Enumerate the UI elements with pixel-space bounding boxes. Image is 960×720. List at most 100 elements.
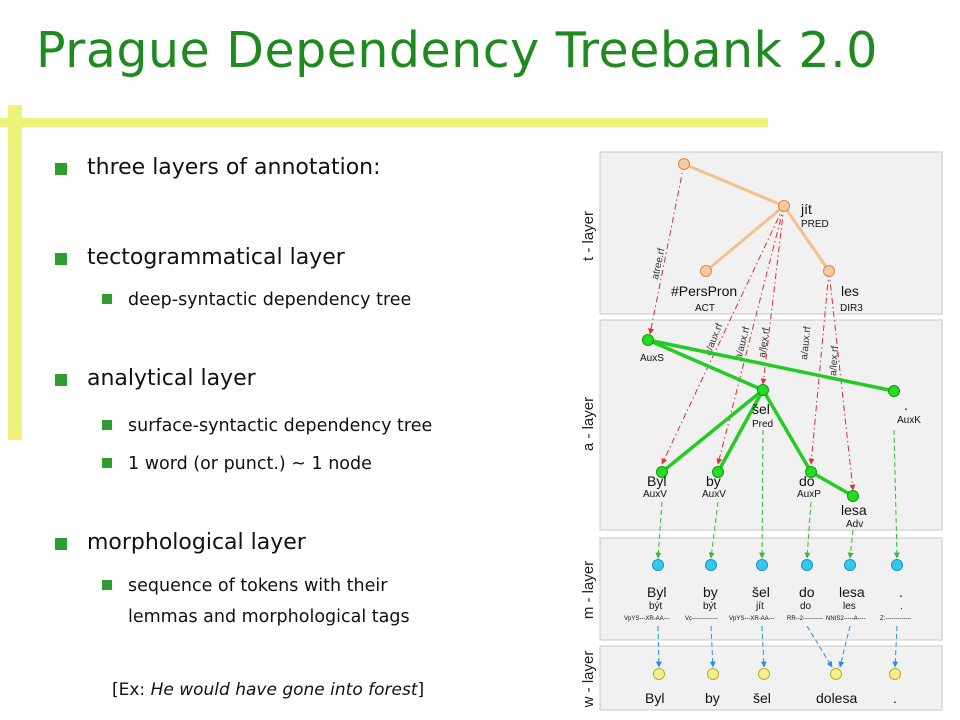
- a-layer-panel: [599, 319, 943, 531]
- ref-atree: [648, 163, 685, 335]
- bullet-square: [55, 163, 67, 175]
- ref-w-by: [709, 625, 716, 668]
- m-token-word-5: lesa: [839, 584, 865, 600]
- bullet-square: [55, 538, 67, 550]
- ref-aux-by: [716, 205, 785, 465]
- sub-bullet-word-node: 1 word (or punct.) ~ 1 node: [128, 454, 372, 474]
- a-node-do: [805, 466, 817, 478]
- edge-label-lex-1: a/lex.rf: [757, 327, 772, 358]
- m-token-lemma-4: do: [800, 601, 812, 612]
- example-open: [Ex:: [112, 680, 151, 700]
- ref-m-byl: [655, 501, 663, 559]
- example-sentence: [Ex: He would have gone into forest]: [112, 680, 424, 700]
- m-token-tag-5: NNIS2-----A----: [826, 616, 866, 622]
- sub-bullet-square: [102, 580, 112, 590]
- a-node-byl-func: AuxV: [643, 489, 667, 500]
- m-token-lemma-6: .: [900, 601, 903, 612]
- a-edge-root-dot: [647, 338, 895, 393]
- bullet-tectogrammatical: tectogrammatical layer: [87, 245, 345, 270]
- a-edge-sel-do: [761, 389, 813, 473]
- w-token-5: .: [893, 690, 897, 706]
- ref-w-lesa: [838, 625, 851, 668]
- a-node-sel: [757, 384, 769, 396]
- a-node-dot-word: .: [904, 397, 908, 413]
- t-node-perspron: [700, 265, 712, 277]
- ref-m-dot: [893, 429, 900, 559]
- m-token-tag-6: Z:-------------: [880, 616, 911, 622]
- a-node-by-word: by: [706, 473, 721, 489]
- m-node-1: [652, 559, 664, 571]
- decorative-vertical-bar: [8, 105, 22, 440]
- a-node-lesa-word: lesa: [841, 502, 867, 518]
- sub-bullet-square: [102, 420, 112, 430]
- t-node-perspron-word: #PersPron: [671, 283, 737, 299]
- ref-w-sel: [760, 625, 767, 668]
- m-token-word-3: šel: [752, 584, 770, 600]
- m-node-3: [756, 559, 768, 571]
- ref-m-sel: [759, 429, 766, 559]
- a-node-byl: [656, 466, 668, 478]
- a-node-by-func: AuxV: [702, 489, 726, 500]
- m-token-word-2: by: [703, 584, 718, 600]
- t-edge-root-jit: [683, 162, 785, 208]
- m-token-tag-2: Vc-------------: [685, 616, 718, 622]
- t-node-perspron-func: ACT: [695, 303, 715, 314]
- m-node-6: [891, 559, 903, 571]
- ref-lex-sel: [760, 205, 785, 385]
- a-node-lesa: [847, 490, 859, 502]
- a-layer-label: a - layer: [580, 397, 597, 451]
- m-token-lemma-2: být: [703, 601, 717, 612]
- ref-m-by: [708, 501, 719, 559]
- a-node-lesa-func: Adv: [846, 519, 863, 530]
- w-token-2: by: [705, 690, 720, 706]
- ref-m-do: [804, 501, 812, 559]
- w-token-3: šel: [753, 690, 771, 706]
- bullet-analytical: analytical layer: [87, 366, 256, 391]
- bullet-square: [55, 374, 67, 386]
- edge-label-aux-3: a/aux.rf: [799, 326, 813, 361]
- a-node-do-word: do: [799, 473, 815, 489]
- a-node-do-func: AuxP: [797, 489, 821, 500]
- a-node-sel-func: Pred: [752, 419, 773, 430]
- sub-bullet-deep-syntactic: deep-syntactic dependency tree: [128, 290, 412, 310]
- ref-m-lesa: [847, 529, 854, 559]
- sub-bullet-tokens-line2: lemmas and morphological tags: [128, 607, 410, 627]
- m-token-tag-1: VpYS---XR-AA---: [624, 616, 670, 622]
- t-node-les: [823, 265, 835, 277]
- w-node-3: [758, 668, 770, 680]
- t-node-jit: [778, 200, 790, 212]
- a-node-sel-word: šel: [752, 401, 770, 417]
- ref-w-do: [806, 625, 833, 668]
- m-token-lemma-3: jít: [755, 601, 764, 612]
- m-node-5: [844, 559, 856, 571]
- sub-bullet-square: [102, 458, 112, 468]
- t-node-les-func: DIR3: [840, 303, 863, 314]
- bullet-layers: three layers of annotation:: [87, 155, 381, 180]
- m-token-tag-4: RR--2----------: [787, 616, 823, 622]
- slide-title: Prague Dependency Treebank 2.0: [36, 22, 878, 79]
- ref-w-dot: [892, 625, 899, 668]
- m-node-2: [705, 559, 717, 571]
- decorative-horizontal-bar: [0, 118, 768, 127]
- m-token-lemma-1: být: [649, 601, 663, 612]
- a-node-byl-word: Byl: [647, 473, 666, 489]
- t-node-root: [678, 158, 690, 170]
- a-edge-sel-by: [716, 389, 765, 473]
- bullet-square: [55, 253, 67, 265]
- a-node-by: [712, 466, 724, 478]
- m-node-4: [801, 559, 813, 571]
- w-node-2: [707, 668, 719, 680]
- t-node-jit-word: jít: [800, 201, 812, 217]
- sub-bullet-tokens-line1: sequence of tokens with their: [128, 576, 388, 596]
- a-edge-root-sel: [647, 338, 764, 392]
- w-node-4: [830, 668, 842, 680]
- sub-bullet-square: [102, 294, 112, 304]
- m-token-lemma-5: les: [843, 601, 856, 612]
- a-node-dot-func: AuxK: [897, 415, 921, 426]
- m-layer-label: m - layer: [580, 561, 597, 619]
- a-edge-sel-byl: [660, 388, 765, 474]
- a-node-dot: [888, 385, 900, 397]
- t-edge-jit-perspron: [705, 204, 785, 273]
- ref-w-byl: [655, 625, 662, 668]
- bullet-morphological: morphological layer: [87, 530, 306, 555]
